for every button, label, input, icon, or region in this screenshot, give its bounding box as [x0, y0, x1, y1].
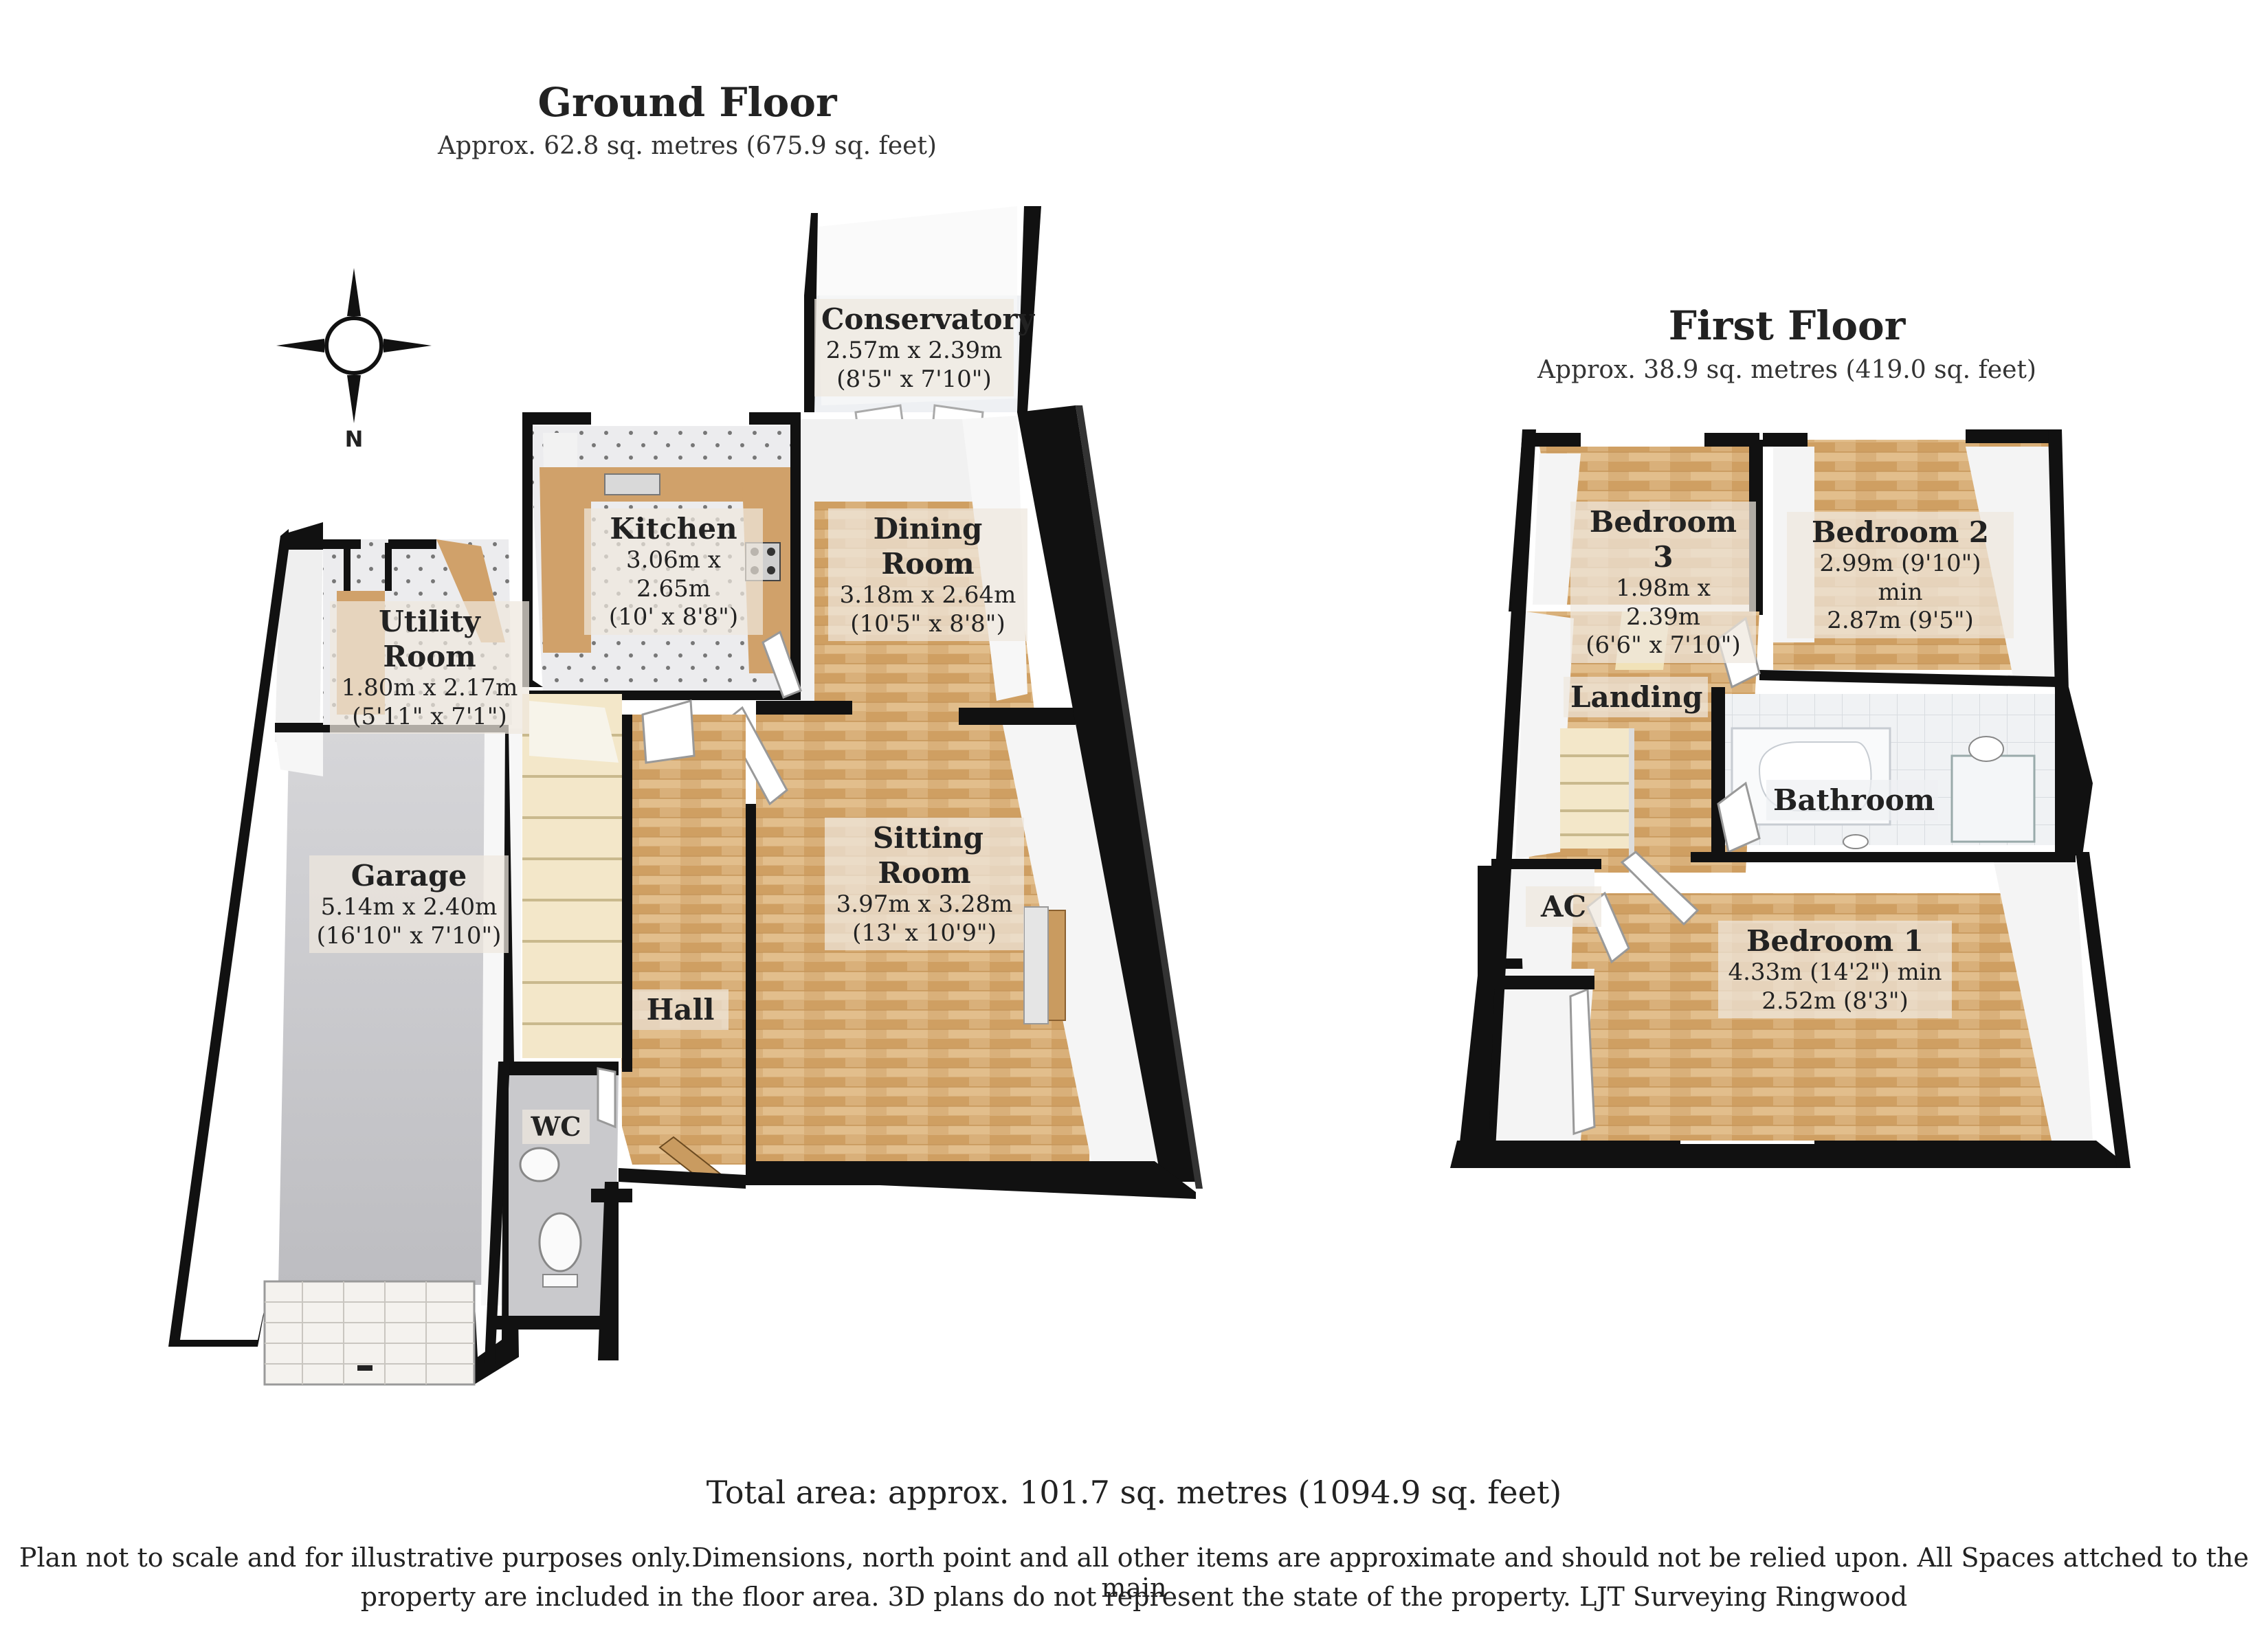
room-name: Conservatory — [821, 302, 1035, 336]
compass-icon — [276, 268, 432, 423]
room-dims: (5'11" x 7'1") — [352, 702, 507, 730]
room-name: Bedroom 2 — [1811, 515, 1990, 549]
room-name: WC — [531, 1111, 581, 1142]
room-name: Bathroom — [1773, 783, 1935, 817]
ac-label: AC — [1526, 886, 1601, 928]
toilet-icon — [538, 1212, 582, 1288]
room-dims: 3.06m x 2.65m — [626, 546, 721, 603]
room-name: Landing — [1570, 680, 1703, 714]
first-floor-walls — [1450, 429, 2131, 1168]
room-dims: (10' x 8'8") — [608, 603, 739, 631]
room-name: Sitting Room — [873, 821, 983, 890]
room-name: Garage — [351, 859, 467, 893]
kitchen-door-icon — [761, 630, 802, 699]
ground-floor-title: Ground Floor — [537, 79, 837, 126]
sitting-room-walls — [746, 804, 1196, 1199]
garage-label: Garage 5.14m x 2.40m (16'10" x 7'10") — [309, 855, 509, 954]
kitchen-label: Kitchen 3.06m x 2.65m (10' x 8'8") — [584, 508, 763, 635]
room-dims: (13' x 10'9") — [852, 919, 997, 947]
bedroom-1-door-icon — [1620, 851, 1700, 926]
garage-door-icon — [263, 1280, 476, 1386]
room-name: Dining Room — [873, 512, 983, 581]
first-floor-title: First Floor — [1668, 302, 1906, 349]
room-name: Bedroom 3 — [1589, 505, 1737, 574]
wc-label: WC — [522, 1110, 590, 1145]
hall-door-icon — [641, 699, 696, 764]
room-dims: 2.99m (9'10") min — [1819, 550, 1981, 606]
room-name: Kitchen — [610, 512, 737, 546]
room-name: Utility Room — [379, 605, 480, 674]
room-dims: 1.80m x 2.17m — [341, 674, 518, 702]
total-area: Total area: approx. 101.7 sq. metres (10… — [706, 1474, 1562, 1511]
room-dims: (6'6" x 7'10") — [1586, 631, 1741, 660]
room-name: Hall — [646, 993, 715, 1027]
compass-north-label: N — [344, 426, 364, 452]
staircase — [522, 694, 622, 1058]
sitting-room-label: Sitting Room 3.97m x 3.28m (13' x 10'9") — [825, 818, 1024, 951]
room-name: AC — [1540, 890, 1586, 923]
ground-floor-area: Approx. 62.8 sq. metres (675.9 sq. feet) — [438, 132, 937, 160]
wardrobe-door-icon — [1569, 987, 1596, 1136]
room-dims: 3.97m x 3.28m — [836, 890, 1013, 919]
bedroom-1-label: Bedroom 1 4.33m (14'2") min 2.52m (8'3") — [1718, 921, 1952, 1019]
room-dims: (16'10" x 7'10") — [316, 921, 502, 950]
bathroom-room — [1711, 687, 2093, 855]
conservatory-label: Conservatory 2.57m x 2.39m (8'5" x 7'10"… — [814, 299, 1035, 397]
bathroom-door-icon — [1717, 781, 1761, 854]
wc-basin-icon — [519, 1147, 560, 1182]
bathroom-label: Bathroom — [1766, 780, 1938, 821]
room-dims: 2.57m x 2.39m — [825, 337, 1003, 365]
room-dims: 1.98m x 2.39m — [1616, 574, 1711, 631]
room-dims: 4.33m (14'2") min — [1728, 958, 1942, 987]
landing-stairs — [1560, 728, 1634, 873]
utility-room-label: Utility Room 1.80m x 2.17m (5'11" x 7'1"… — [330, 601, 529, 734]
room-name: Bedroom 1 — [1746, 924, 1924, 958]
bedroom-3-label: Bedroom 3 1.98m x 2.39m (6'6" x 7'10") — [1570, 502, 1756, 663]
room-dims: (8'5" x 7'10") — [836, 365, 992, 393]
room-dims: 5.14m x 2.40m — [320, 893, 498, 921]
disclaimer-line-1: Plan not to scale and for illustrative p… — [19, 1543, 2249, 1603]
first-floor-area: Approx. 38.9 sq. metres (419.0 sq. feet) — [1537, 356, 2036, 384]
hall-wc-door-icon — [597, 1067, 616, 1129]
room-dims: 3.18m x 2.64m — [839, 581, 1016, 609]
hall-label: Hall — [632, 989, 729, 1031]
ground-floor-plan — [168, 206, 1203, 1386]
room-dims: 2.52m (8'3") — [1761, 987, 1909, 1015]
bedroom-2-label: Bedroom 2 2.99m (9'10") min 2.87m (9'5") — [1787, 512, 2014, 638]
room-dims: (10'5" x 8'8") — [850, 609, 1005, 638]
hall-room — [522, 694, 746, 1189]
disclaimer-line-2: property are included in the floor area.… — [360, 1582, 1908, 1612]
room-dims: 2.87m (9'5") — [1827, 607, 1974, 635]
landing-label: Landing — [1564, 677, 1708, 718]
dining-room-label: Dining Room 3.18m x 2.64m (10'5" x 8'8") — [828, 508, 1027, 642]
